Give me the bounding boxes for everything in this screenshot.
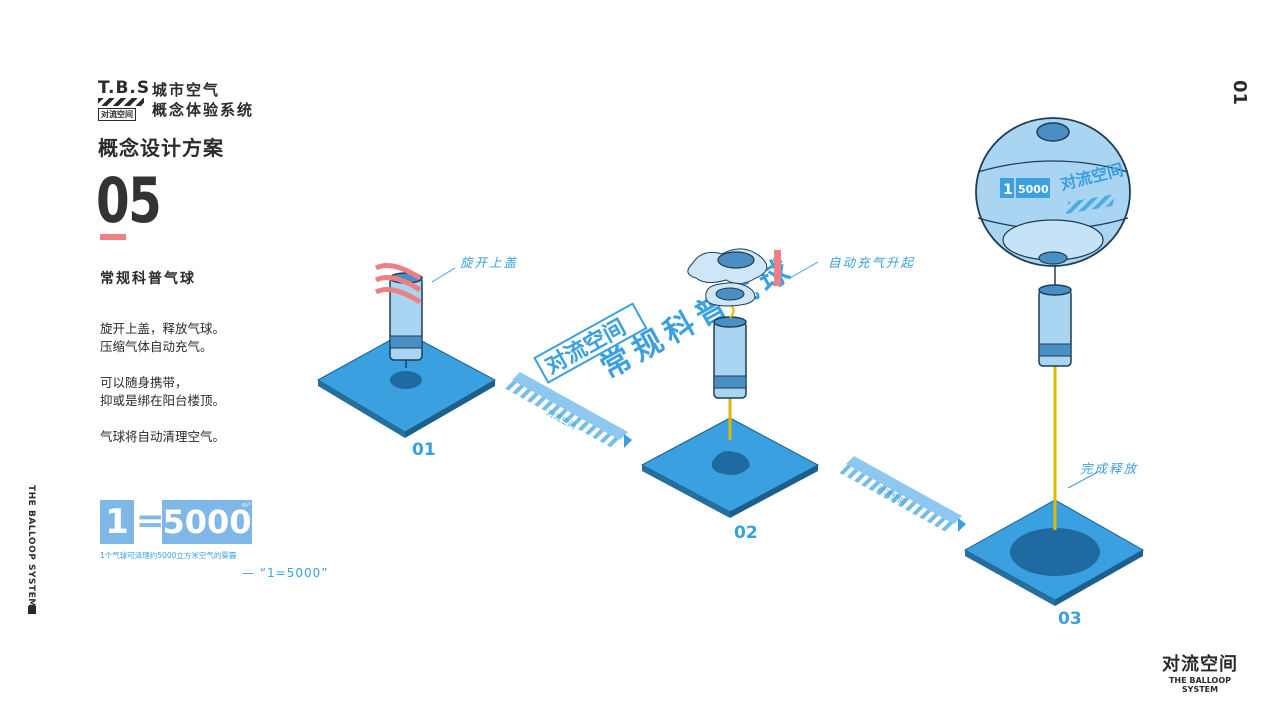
balloon-badge-right: 5000 xyxy=(1018,183,1049,196)
system-title: 城市空气 概念体验系统 xyxy=(152,80,254,120)
logo-stripes xyxy=(98,98,144,106)
equation-sign: = xyxy=(136,501,165,541)
logo-sub: 对流空间 xyxy=(98,108,136,121)
step2-number: 02 xyxy=(734,523,758,543)
equation-right: 5000 xyxy=(162,500,252,544)
step3-platform xyxy=(963,499,1145,606)
brand-footer-en: THE BALLOOP SYSTEM xyxy=(1168,676,1232,694)
step1-number: 01 xyxy=(412,440,436,460)
step2-platform xyxy=(640,417,820,518)
arrow-2 xyxy=(838,456,966,532)
section-title: 常规科普气球 xyxy=(100,271,196,287)
equation-unit: m³ xyxy=(242,502,251,509)
step1-canister xyxy=(374,263,423,368)
step1-platform xyxy=(316,331,497,438)
section-accent-bar xyxy=(100,234,126,240)
step3-label: 完成释放 xyxy=(1080,461,1139,476)
logo-abbr: T.B.S xyxy=(98,78,151,98)
banner-arrow xyxy=(504,372,632,448)
equation-caption: 1个气球可清理约5000立方米空气的雾霾 xyxy=(100,551,237,560)
step1-label: 旋开上盖 xyxy=(460,255,519,270)
system-title-line1: 城市空气 xyxy=(152,81,221,99)
brand-footer-cn: 对流空间 xyxy=(1162,654,1238,675)
equation-left: 1 xyxy=(100,500,134,544)
step2-label: 自动充气升起 xyxy=(828,255,916,270)
banner-text-group: 对流空间 常规科普气球 xyxy=(533,251,801,386)
brand-footer: 对流空间 THE BALLOOP SYSTEM xyxy=(1150,650,1250,694)
balloon-badge-left: 1 xyxy=(1003,182,1013,198)
system-title-line2: 概念体验系统 xyxy=(152,101,255,119)
step3-balloon: 1 5000 对流空间 xyxy=(975,117,1131,530)
step2-canister xyxy=(687,248,781,440)
step3-number: 03 xyxy=(1058,609,1082,629)
equation-quote: — “1=5000” xyxy=(242,566,329,580)
vertical-square xyxy=(28,606,36,614)
section-number: 05 xyxy=(96,164,162,237)
plan-title: 概念设计方案 xyxy=(98,136,224,160)
description: 旋开上盖，释放气球。 压缩气体自动充气。 可以随身携带， 抑或是绑在阳台楼顶。 … xyxy=(100,321,226,444)
